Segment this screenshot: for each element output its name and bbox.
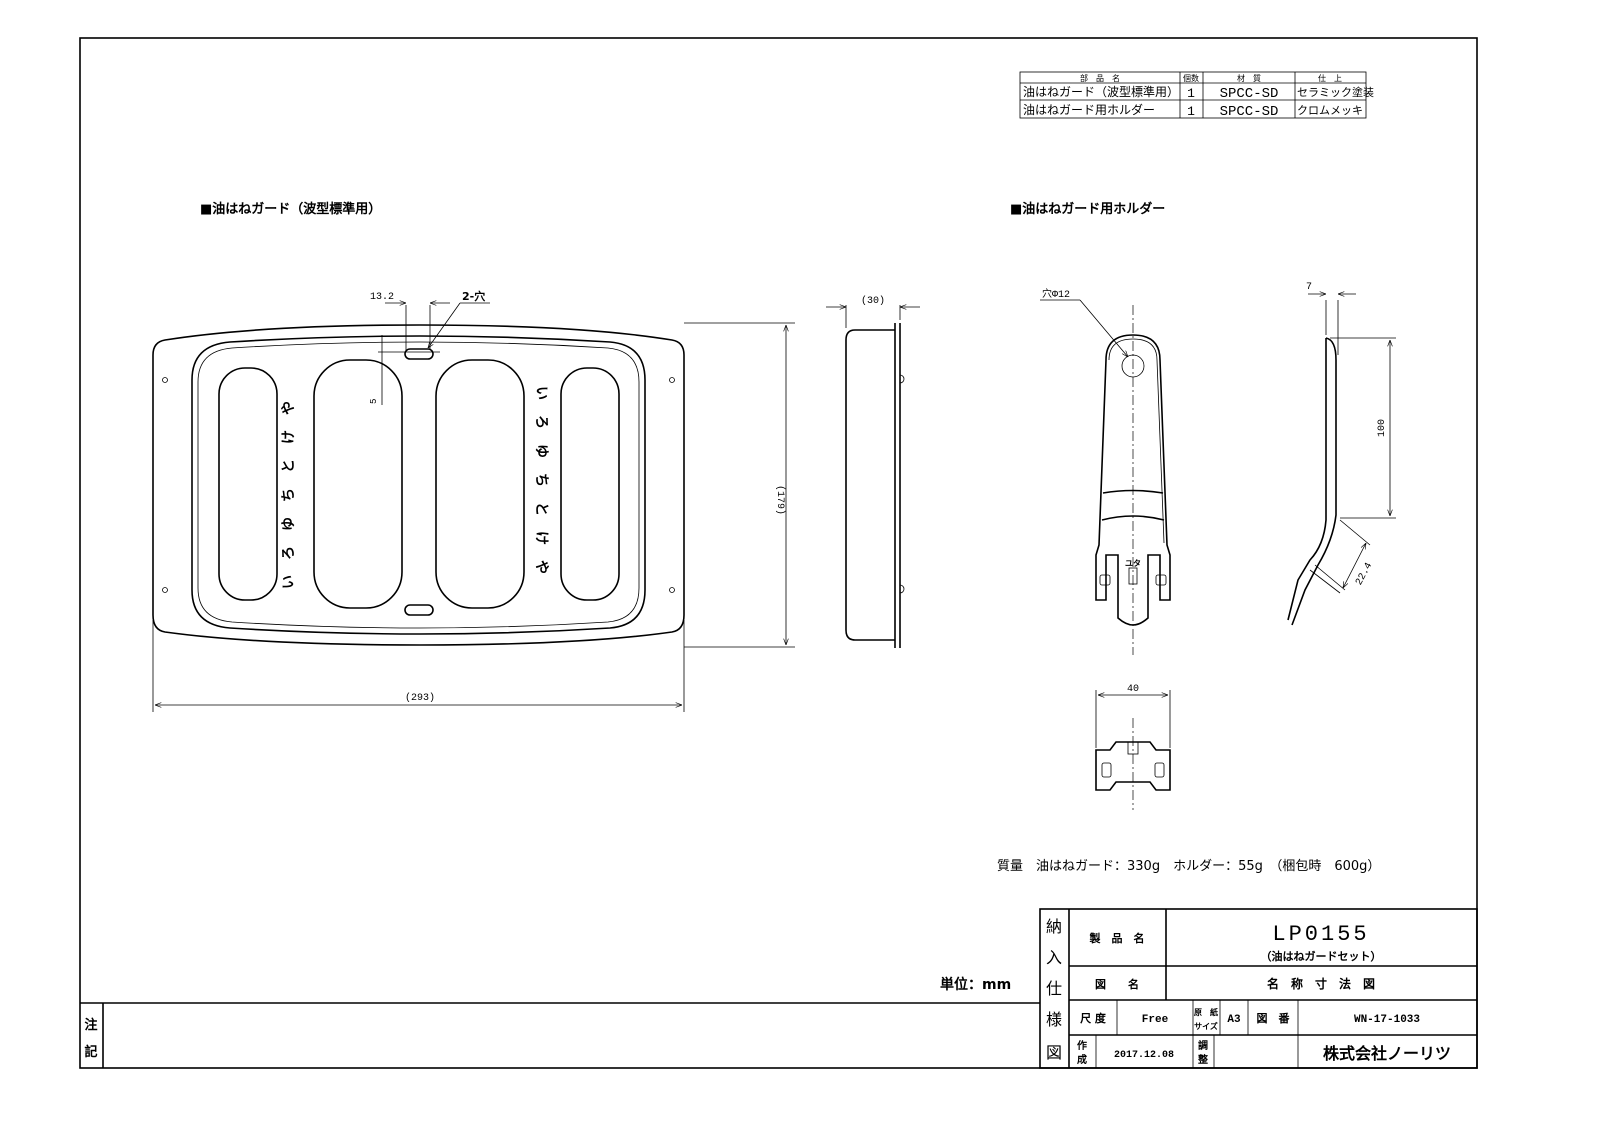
checked-label: 整: [1197, 1053, 1208, 1066]
scale-value: Free: [1142, 1014, 1169, 1026]
header-qty: 個数: [1183, 73, 1199, 83]
part-name: 油はねガード用ホルダー: [1023, 102, 1155, 117]
part-finish: クロムメッキ: [1297, 104, 1363, 117]
part-material: SPCC-SD: [1220, 86, 1279, 102]
guard-front-view: いろゆちとけや いろゆちとけや: [152, 324, 685, 646]
drawing-no-label: 図 番: [1257, 1011, 1291, 1025]
paper-label: サイズ: [1194, 1021, 1218, 1031]
holder-bottom-view: 40: [1095, 684, 1171, 810]
header-part-name: 部 品 名: [1080, 73, 1120, 83]
dim-hole: 穴Φ12: [1042, 287, 1070, 301]
header-material: 材 質: [1237, 73, 1261, 83]
dim-slot-offset: 13.2: [370, 292, 394, 303]
created-date: 2017.12.08: [1114, 1050, 1174, 1061]
dim-slot-count: 2-穴: [462, 289, 485, 303]
dim-holder-width: 40: [1127, 684, 1139, 695]
drawing-no: WN-17-1033: [1354, 1014, 1420, 1026]
drawing-name: 名 称 寸 法 図: [1267, 976, 1375, 991]
part-name: 油はねガード（波型標準用）: [1023, 84, 1179, 99]
created-label: 作: [1077, 1039, 1087, 1052]
guard-side-view: (30): [826, 295, 920, 648]
paper-label: 原 紙: [1194, 1007, 1218, 1017]
unit-note: 単位：mm: [940, 976, 1011, 993]
scale-label: 尺 度: [1080, 1011, 1107, 1025]
guard-label-left: いろゆちとけや: [281, 386, 297, 589]
product-name-label: 製 品 名: [1089, 931, 1145, 945]
company-logo: 株式会社ノーリツ: [1323, 1044, 1451, 1063]
holder-front-view: ユタ 穴Φ12: [1040, 287, 1171, 655]
notes-label: 注: [84, 1017, 97, 1033]
dim-depth: (30): [861, 295, 885, 307]
side-label: 様: [1046, 1010, 1062, 1029]
dim-slot-depth: 5: [369, 399, 379, 404]
holder-mark: ユタ: [1125, 558, 1141, 568]
guard-label-right: いろゆちとけや: [533, 386, 549, 589]
product-code: LP0155: [1272, 922, 1369, 947]
drawing-name-label: 図 名: [1095, 977, 1139, 991]
mass-note: 質量 油はねガード：330g ホルダー：55g （梱包時 600g）: [997, 859, 1380, 874]
notes-area: 注 記: [80, 1002, 1040, 1068]
side-label: 仕: [1046, 979, 1062, 998]
part-material: SPCC-SD: [1220, 104, 1279, 120]
created-label: 成: [1077, 1053, 1087, 1066]
part-qty: 1: [1187, 86, 1195, 101]
dim-holder-length: 100: [1377, 419, 1388, 437]
dim-height: (179): [774, 485, 786, 515]
paper-size: A3: [1227, 1014, 1241, 1026]
dim-holder-hook: 22.4: [1354, 561, 1375, 587]
notes-label: 記: [84, 1044, 97, 1060]
side-label: 納: [1046, 917, 1062, 936]
sheet-border: [79, 37, 1478, 1069]
guard-view-title: ■油はねガード（波型標準用）: [200, 201, 381, 217]
title-block: 納 入 仕 様 図 製 品 名 LP0155 （油はねガードセット） 図 名 名…: [1039, 908, 1478, 1069]
dim-holder-thickness: 7: [1306, 282, 1312, 293]
holder-side-view: 7 100 22.4: [1287, 282, 1396, 626]
part-qty: 1: [1187, 104, 1195, 119]
dim-width: (293): [405, 692, 435, 704]
guard-dimensions: 13.2 2-穴 5 (179) (293): [152, 289, 795, 712]
holder-view-title: ■油はねガード用ホルダー: [1010, 201, 1165, 217]
part-finish: セラミック塗装: [1297, 85, 1374, 99]
product-desc: （油はねガードセット）: [1261, 949, 1382, 963]
checked-label: 調: [1198, 1039, 1208, 1052]
side-label: 図: [1046, 1043, 1062, 1062]
header-finish: 仕 上: [1318, 73, 1342, 83]
parts-table: 部 品 名 個数 材 質 仕 上 油はねガード（波型標準用） 1 SPCC-SD…: [1019, 71, 1374, 120]
side-label: 入: [1046, 948, 1062, 967]
